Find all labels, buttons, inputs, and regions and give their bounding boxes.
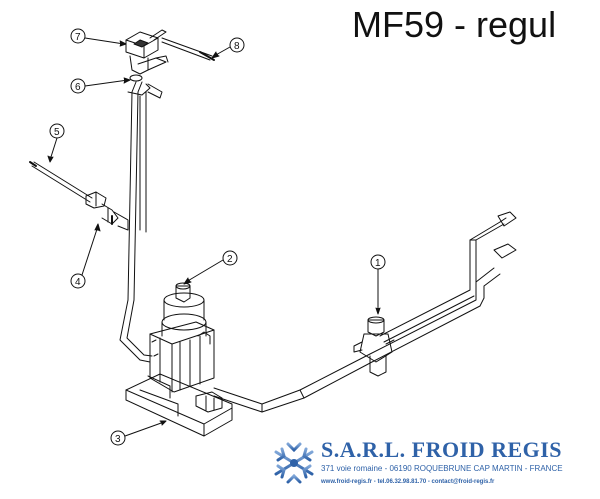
company-name: S.A.R.L. FROID REGIS [321,437,563,462]
callout-3-circle [110,430,126,446]
callouts: 1 2 3 4 5 6 [47,28,386,446]
company-contact: www.froid-regis.fr - tel.06.32.98.81.70 … [321,479,495,485]
vertical-tube [119,81,153,363]
expansion-valve [353,316,395,377]
callout-1-label: 1 [375,258,381,269]
callout-5-label: 5 [54,127,60,138]
base-plate [125,373,233,437]
callout-3-label: 3 [115,434,121,445]
sensor-probe [29,161,129,231]
callout-8-label: 8 [234,41,240,52]
callout-4-circle [70,273,86,289]
top-valve [125,29,169,99]
callout-2-circle [222,250,238,266]
callout-7-circle [70,28,86,44]
callout-7-label: 7 [75,32,81,43]
callout-6-label: 6 [75,82,81,93]
lower-tubing [195,211,517,413]
callout-8-circle [229,37,245,53]
wire-8 [161,37,215,61]
callout-4-label: 4 [75,277,81,288]
company-address: 371 voie romaine - 06190 ROQUEBRUNE CAP … [321,464,563,473]
snowflake-logo-icon [274,438,314,488]
callout-2-label: 2 [227,254,233,265]
regulator [149,282,215,393]
page-title: MF59 - regul [352,4,557,45]
